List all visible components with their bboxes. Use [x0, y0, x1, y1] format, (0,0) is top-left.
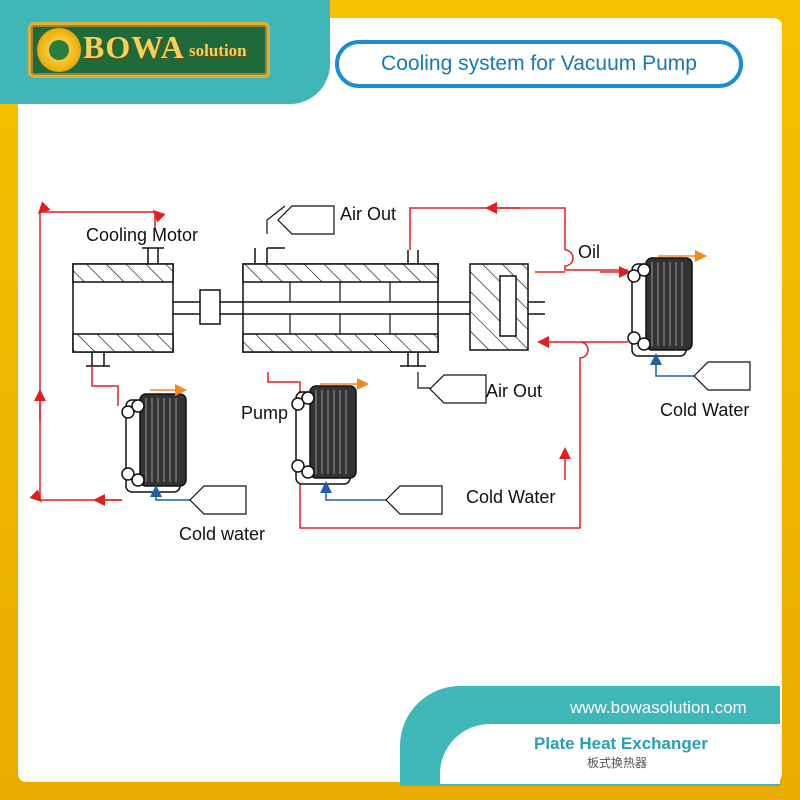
- hot-oil-lines: [29, 201, 631, 529]
- vacuum-pump-body: [242, 247, 439, 367]
- product-name-chinese: 板式换热器: [587, 756, 648, 770]
- product-name: Plate Heat Exchanger: [534, 734, 708, 753]
- air-out-top-label: Air Out: [340, 204, 396, 224]
- brand-logo[interactable]: BOWA solution: [28, 22, 270, 78]
- cooling-motor-label: Cooling Motor: [86, 225, 198, 245]
- oil-chamber: [469, 263, 529, 351]
- cold-water-right-tag: [693, 361, 751, 391]
- air-out-bottom-tag: [429, 374, 487, 404]
- cooling-motor: [72, 247, 174, 367]
- logo-name: BOWA: [83, 29, 185, 65]
- heat-exchanger-middle: [291, 385, 357, 485]
- logo-sun-icon: [37, 28, 81, 72]
- logo-suffix: solution: [189, 41, 247, 60]
- cold-water-left-tag: [189, 485, 247, 515]
- oil-label: Oil: [578, 242, 600, 262]
- website-link[interactable]: www.bowasolution.com: [570, 698, 747, 717]
- cold-water-left-label: Cold water: [179, 524, 265, 544]
- heat-exchanger-left: [121, 393, 187, 493]
- cold-water-middle-tag: [385, 485, 443, 515]
- page-title: Cooling system for Vacuum Pump: [335, 40, 743, 88]
- air-out-bottom-label: Air Out: [486, 381, 542, 401]
- heat-exchanger-right: [627, 257, 693, 357]
- air-out-top-tag: [277, 205, 335, 235]
- footer-inner: [440, 724, 780, 784]
- pump-label: Pump: [241, 403, 288, 423]
- cold-water-middle-label: Cold Water: [466, 487, 555, 507]
- cold-water-lines: [150, 353, 700, 501]
- cold-water-right-label: Cold Water: [660, 400, 749, 420]
